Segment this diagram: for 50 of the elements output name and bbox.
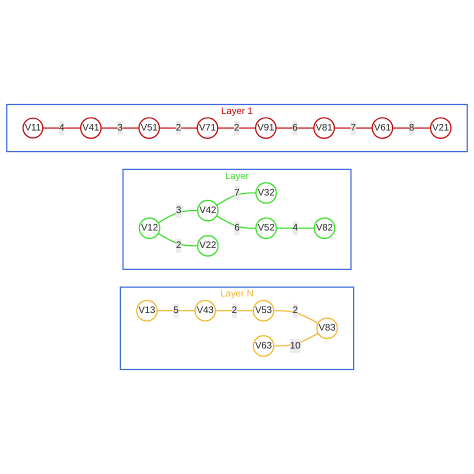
edge-label: 2	[234, 122, 240, 133]
connector	[216, 215, 256, 229]
connector	[216, 192, 256, 206]
connector	[218, 127, 256, 129]
node-circle: V12	[138, 217, 160, 239]
node-circle: V43	[194, 300, 216, 322]
node-circle: V21	[430, 117, 452, 139]
node-circle: V42	[197, 200, 219, 222]
connector	[101, 127, 139, 129]
node-circle: V91	[255, 117, 277, 139]
connector	[157, 310, 195, 312]
edge-label: 2	[176, 240, 182, 251]
connector	[158, 232, 198, 246]
node-circle: V81	[313, 117, 335, 139]
node-circle: V63	[252, 335, 274, 357]
connector	[334, 127, 372, 129]
node-circle: V82	[314, 217, 336, 239]
connector	[215, 310, 254, 312]
edge-label: 7	[350, 122, 356, 133]
connector	[392, 127, 431, 129]
edge-label: 3	[176, 205, 182, 216]
edge-label: 3	[117, 122, 123, 133]
edge-label: 2	[292, 305, 298, 316]
node-circle: V32	[255, 182, 277, 204]
edge-label: 2	[176, 122, 181, 133]
connector	[276, 127, 314, 129]
connector	[276, 228, 314, 229]
node-circle: V52	[255, 217, 277, 239]
edge-label: 2	[232, 305, 238, 316]
node-circle: V71	[196, 117, 218, 139]
node-circle: V51	[138, 117, 160, 139]
node-circle: V61	[372, 117, 394, 139]
node-circle: V11	[22, 118, 44, 138]
node-circle: V13	[136, 300, 158, 322]
connector	[159, 127, 198, 129]
node-circle: V83	[316, 318, 338, 340]
edge-label: 4	[59, 122, 64, 133]
edge-label: 6	[234, 222, 240, 233]
edge-label: 8	[408, 122, 414, 133]
node-circle: V22	[197, 235, 219, 257]
edge-label: 10	[290, 340, 301, 351]
node-circle: V53	[252, 300, 274, 322]
edge-label: 4	[292, 222, 298, 233]
edge-label: 7	[234, 188, 240, 198]
connector	[42, 127, 81, 129]
edge-label: 6	[292, 122, 298, 133]
connector	[274, 310, 318, 324]
connector	[158, 210, 198, 224]
node-circle: V41	[80, 117, 102, 139]
edge-label: 5	[173, 305, 179, 316]
